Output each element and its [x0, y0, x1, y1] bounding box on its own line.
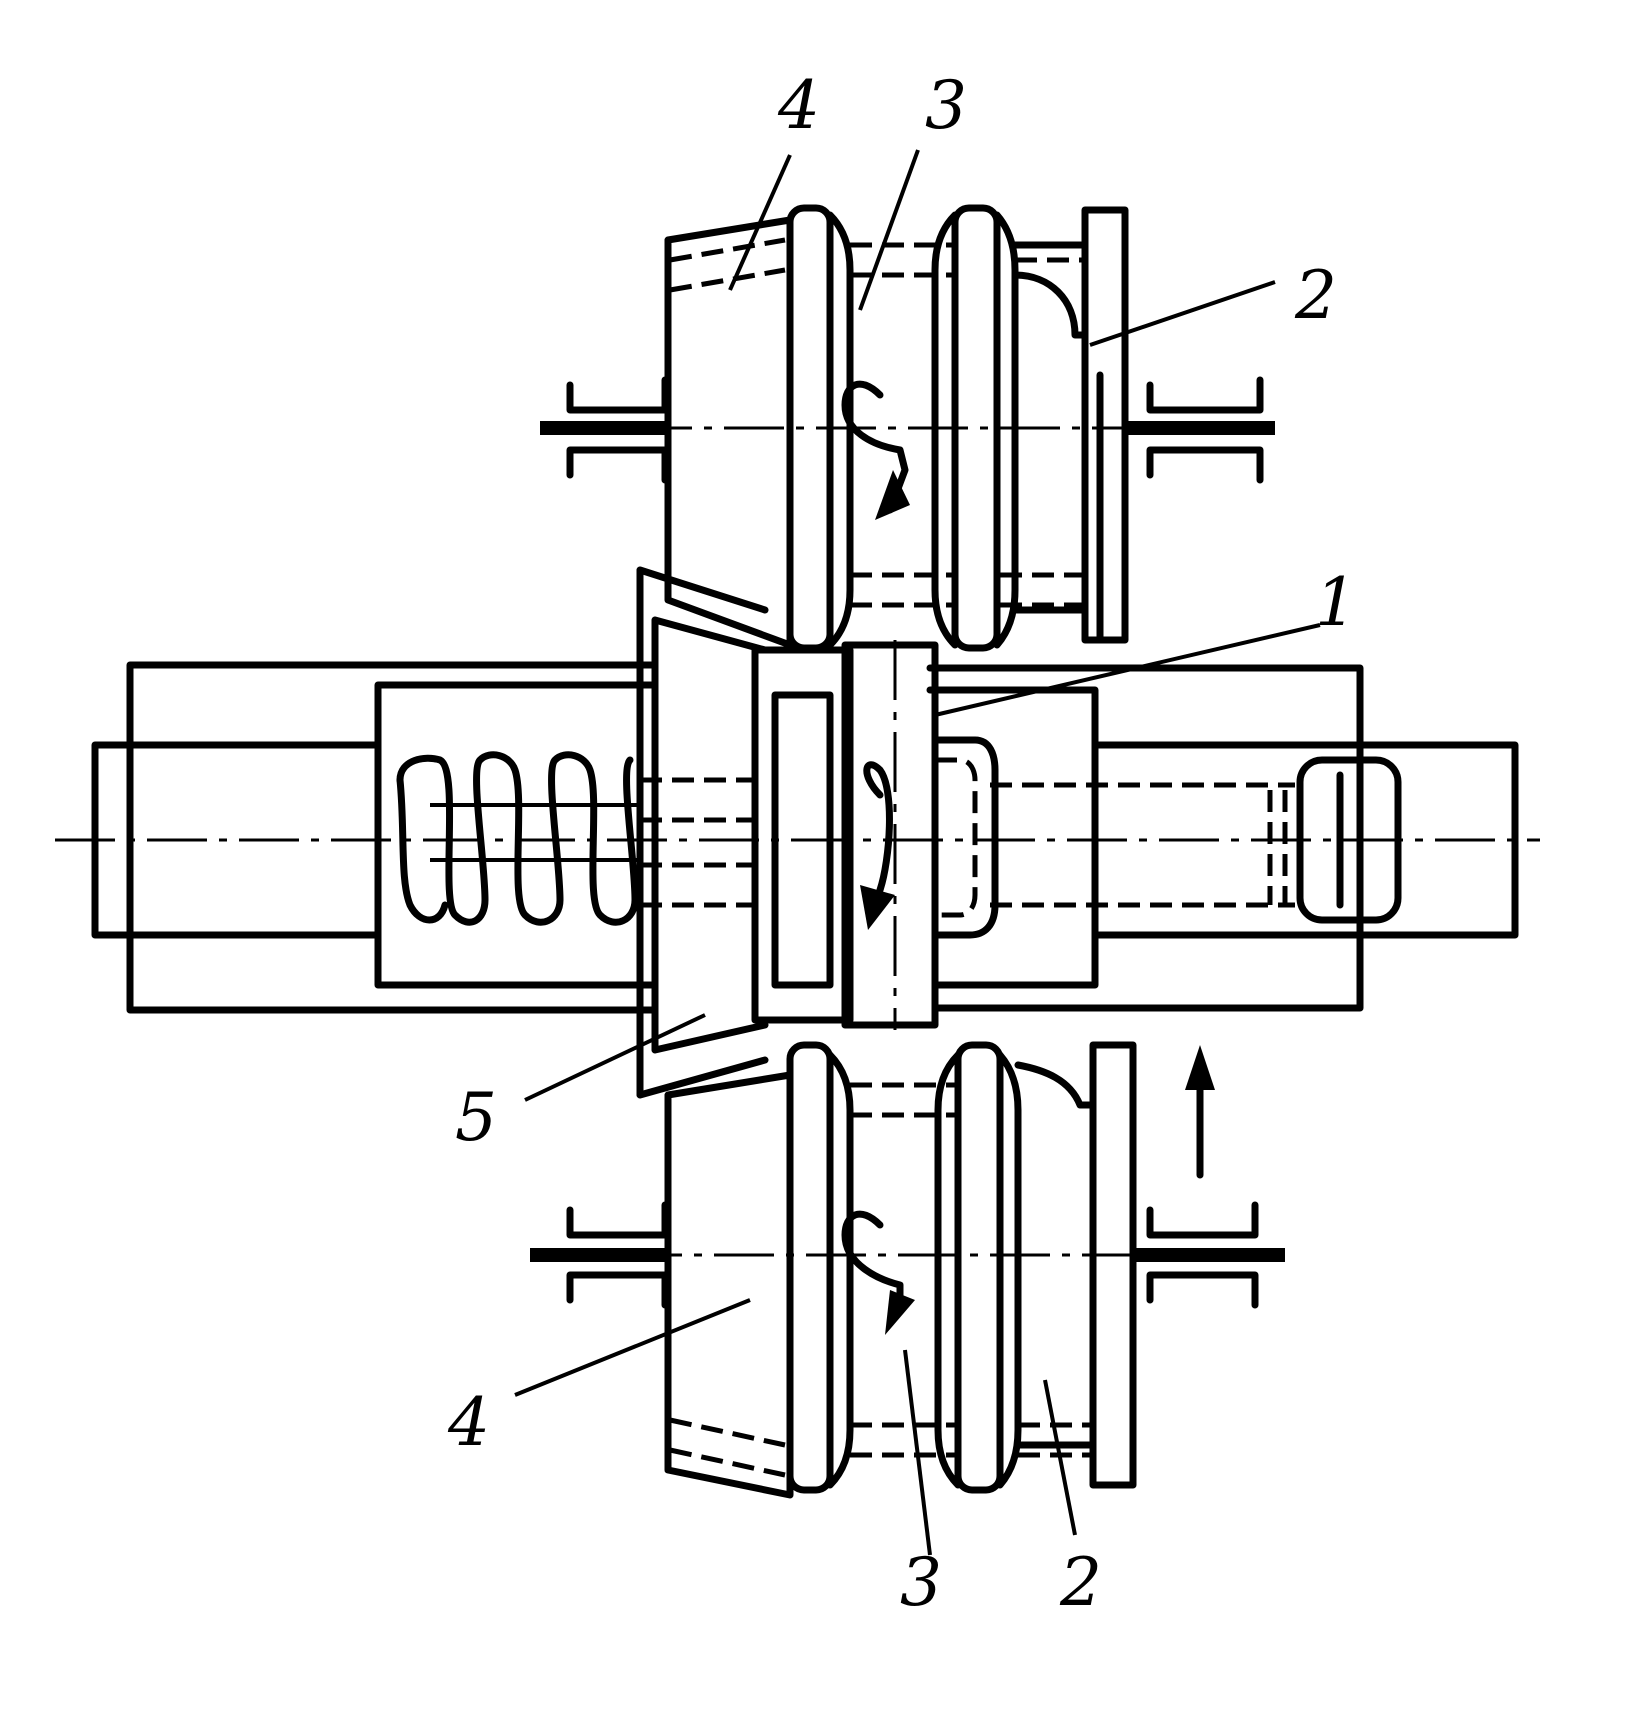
- label-part-3-top: 3: [925, 67, 967, 144]
- label-part-4-top: 4: [777, 67, 820, 144]
- label-part-5: 5: [455, 1079, 497, 1156]
- leader-lines: [514, 149, 1321, 1556]
- lower-roller-assembly: [530, 1041, 1285, 1499]
- part-5-conical-sleeve: [636, 566, 769, 1099]
- part-1-central-wheel: [751, 641, 999, 1029]
- label-part-2-bottom: 2: [1059, 1544, 1102, 1621]
- compression-spring: [396, 751, 640, 926]
- upper-roller-assembly: [540, 204, 1275, 652]
- feed-direction-arrow-icon: [1185, 1045, 1215, 1179]
- rotation-arrow-icon: [841, 1210, 915, 1335]
- label-part-3-bottom: 3: [900, 1544, 942, 1621]
- rotation-arrow-icon: [860, 761, 895, 930]
- rotation-arrow-icon: [841, 380, 910, 520]
- label-part-4-bottom: 4: [447, 1384, 490, 1461]
- label-part-1: 1: [1315, 564, 1357, 641]
- label-part-2-top: 2: [1294, 257, 1337, 334]
